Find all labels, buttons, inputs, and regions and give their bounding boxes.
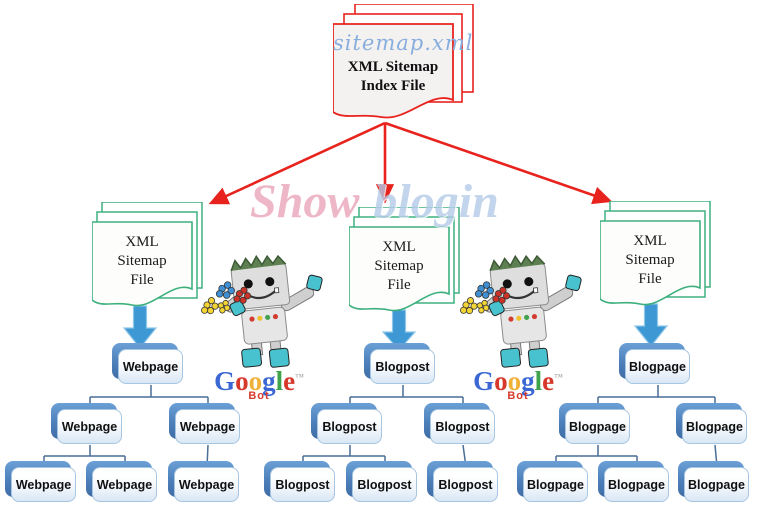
google-logo: Google™ bbox=[199, 364, 319, 396]
index-pages-graphic bbox=[333, 4, 474, 119]
tree-node: Blogpost bbox=[311, 403, 383, 445]
tree-node: Blogpost bbox=[427, 461, 499, 503]
xml-sitemap-stack-middle: XML Sitemap File bbox=[349, 207, 461, 315]
node-label: Webpage bbox=[61, 419, 118, 434]
robot-hair bbox=[489, 254, 546, 272]
tree-node: Webpage bbox=[5, 461, 77, 503]
tree-node: Webpage bbox=[112, 343, 184, 385]
google-letter: g bbox=[521, 366, 535, 396]
xml-sitemap-stack-left: XML Sitemap File bbox=[92, 202, 204, 310]
sitemap-label-line: XML bbox=[125, 234, 159, 250]
node-label: Webpage bbox=[179, 419, 236, 434]
index-title-line2: Index File bbox=[360, 78, 426, 94]
xml-sitemap-stack-right: XML Sitemap File bbox=[600, 201, 712, 309]
tree-node: Blogpage bbox=[559, 403, 631, 445]
sitemap-label-line: Sitemap bbox=[374, 258, 424, 274]
google-letter: g bbox=[262, 366, 276, 396]
sitemap-pages-graphic bbox=[92, 202, 203, 307]
sitemap-label-line: Sitemap bbox=[117, 253, 167, 269]
googlebot-robot-icon bbox=[460, 254, 582, 368]
node-label: Blogpage bbox=[527, 477, 584, 492]
tree-node: Blogpost bbox=[264, 461, 336, 503]
red-arrow-right bbox=[384, 121, 613, 205]
sitemap-pages-graphic bbox=[600, 201, 711, 306]
google-logo: Google™ bbox=[458, 364, 578, 396]
google-letter: o bbox=[494, 366, 508, 396]
tree-node: Blogpage bbox=[676, 403, 748, 445]
google-letter: l bbox=[275, 366, 284, 396]
blue-arrows bbox=[122, 303, 669, 351]
trademark-mark: ™ bbox=[554, 372, 563, 382]
google-letter: G bbox=[214, 366, 236, 396]
googlebot-mascot-right: Google™ Bot bbox=[452, 252, 602, 404]
tree-node: Webpage bbox=[169, 403, 241, 445]
index-script-label: sitemap.xml bbox=[333, 31, 474, 55]
googlebot-robot-icon bbox=[201, 254, 323, 368]
google-letter: o bbox=[507, 366, 522, 396]
google-letter: l bbox=[534, 366, 543, 396]
sitemap-label-line: File bbox=[638, 271, 662, 287]
tree-node: Blogpost bbox=[424, 403, 496, 445]
sitemap-index-stack: sitemap.xml XML Sitemap Index File bbox=[333, 4, 483, 126]
node-label: Blogpage bbox=[629, 359, 686, 374]
trademark-mark: ™ bbox=[295, 372, 304, 382]
tree-node: Blogpost bbox=[364, 343, 436, 385]
node-label: Webpage bbox=[15, 477, 72, 492]
tree-node: Webpage bbox=[86, 461, 158, 503]
sitemap-label-line: XML bbox=[633, 233, 667, 249]
node-label: Blogpost bbox=[438, 477, 493, 492]
blue-arrow-left bbox=[122, 305, 158, 349]
sitemap-label-line: XML bbox=[382, 239, 416, 255]
node-label: Blogpost bbox=[275, 477, 330, 492]
google-letter: G bbox=[473, 366, 495, 396]
tree-node: Webpage bbox=[51, 403, 123, 445]
google-letter: o bbox=[248, 366, 263, 396]
blue-arrow-middle bbox=[381, 309, 417, 351]
flowers-icon bbox=[201, 281, 252, 315]
flowers-icon bbox=[460, 281, 511, 315]
node-label: Webpage bbox=[178, 477, 235, 492]
robot-hair bbox=[230, 254, 287, 272]
red-arrows bbox=[208, 121, 613, 205]
google-letter: e bbox=[542, 366, 555, 396]
node-label: Webpage bbox=[96, 477, 153, 492]
tree-node: Blogpage bbox=[678, 461, 750, 503]
index-front-page bbox=[333, 23, 454, 119]
node-label: Blogpage bbox=[686, 419, 743, 434]
node-label: Blogpage bbox=[569, 419, 626, 434]
googlebot-mascot-left: Google™ Bot bbox=[193, 252, 343, 404]
sitemap-label-line: File bbox=[387, 277, 411, 293]
node-label: Blogpost bbox=[357, 477, 412, 492]
sitemap-label-line: Sitemap bbox=[625, 252, 675, 268]
node-label: Blogpost bbox=[322, 419, 377, 434]
google-letter: e bbox=[283, 366, 296, 396]
tree-node: Webpage bbox=[168, 461, 240, 503]
index-title-line1: XML Sitemap bbox=[347, 59, 439, 75]
googlebot-label: Bot bbox=[248, 390, 270, 402]
node-label: Webpage bbox=[122, 359, 179, 374]
node-label: Blogpage bbox=[608, 477, 665, 492]
node-label: Blogpost bbox=[375, 359, 430, 374]
node-label: Blogpage bbox=[688, 477, 745, 492]
sitemap-pages-graphic bbox=[349, 207, 460, 312]
tree-node: Blogpost bbox=[346, 461, 418, 503]
google-letter: o bbox=[235, 366, 249, 396]
blue-arrow-right bbox=[633, 303, 669, 347]
tree-node: Blogpage bbox=[598, 461, 670, 503]
node-label: Blogpost bbox=[435, 419, 490, 434]
tree-node: Blogpage bbox=[619, 343, 691, 385]
googlebot-label: Bot bbox=[507, 390, 529, 402]
sitemap-label-line: File bbox=[130, 272, 154, 288]
red-arrow-left bbox=[208, 121, 386, 205]
tree-node: Blogpage bbox=[517, 461, 589, 503]
